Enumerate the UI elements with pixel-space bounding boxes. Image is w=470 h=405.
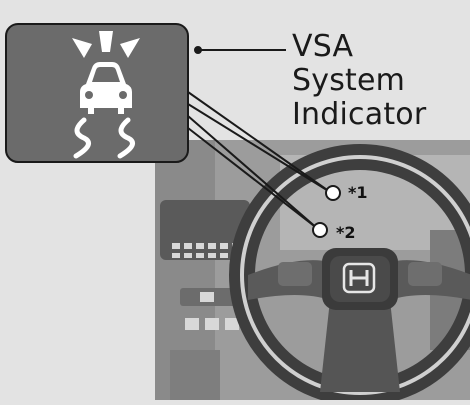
marker-1-dot bbox=[325, 185, 341, 201]
indicator-title-line-1: VSA System bbox=[292, 29, 406, 98]
leader-lines bbox=[187, 46, 331, 230]
indicator-title: VSA System Indicator bbox=[292, 30, 470, 132]
steering-wheel bbox=[229, 144, 470, 405]
indicator-title-line-2: Indicator bbox=[292, 97, 427, 132]
marker-2-label: *2 bbox=[336, 223, 356, 242]
marker-1-label: *1 bbox=[348, 183, 368, 202]
brand-logo bbox=[342, 262, 376, 294]
vsa-skid-car-icon bbox=[72, 31, 140, 159]
marker-2-dot bbox=[312, 222, 328, 238]
